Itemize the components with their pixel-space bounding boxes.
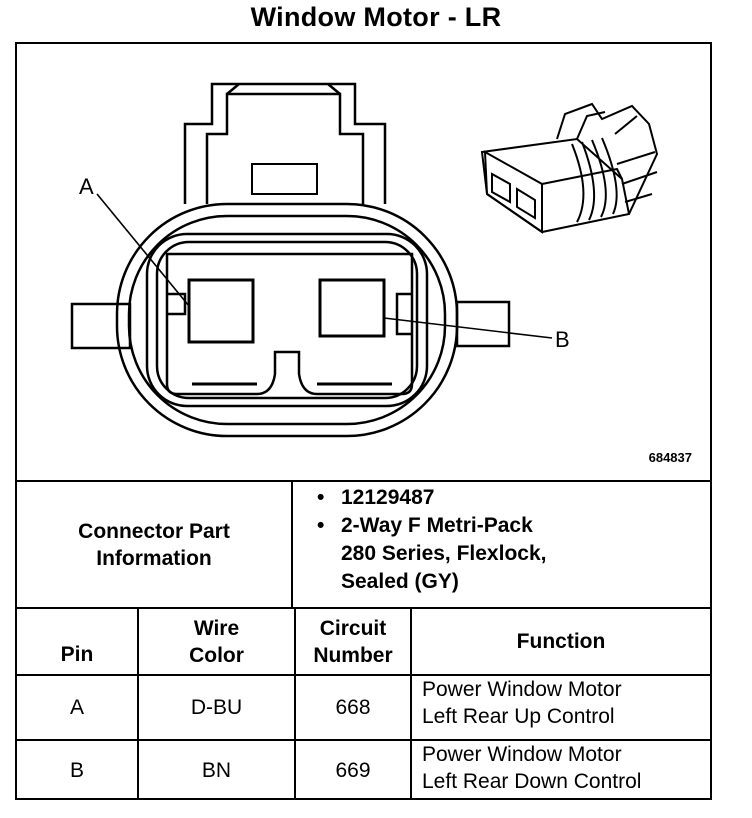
- figure-id: 684837: [648, 450, 692, 465]
- callout-leaders: [96, 193, 553, 339]
- header-wire-color: Wire Color: [139, 609, 294, 674]
- header-circuit-line1: Circuit: [319, 616, 387, 640]
- row-a-function-line1: Power Window Motor: [422, 678, 622, 701]
- divider-header: [17, 674, 710, 676]
- connector-frame: A B 684837 Connector Part Information • …: [15, 42, 712, 800]
- connector-desc-line2: 280 Series, Flexlock,: [341, 542, 547, 565]
- diagram-title: Window Motor - LR: [250, 2, 502, 32]
- divider-diagram: [17, 480, 710, 482]
- row-b-function: Power Window Motor Left Rear Down Contro…: [412, 741, 710, 800]
- row-a-function-line2: Left Rear Up Control: [422, 705, 615, 728]
- header-circuit-line2: Number: [313, 643, 393, 667]
- row-b-function-line2: Left Rear Down Control: [422, 770, 642, 793]
- divider-col-circuit: [410, 607, 412, 800]
- row-b-function-line1: Power Window Motor: [422, 743, 622, 766]
- list-item: • 2-Way F Metri-Pack 280 Series, Flexloc…: [317, 514, 547, 593]
- row-b-pin: B: [69, 758, 84, 782]
- connector-illustration: A B: [70, 82, 659, 438]
- row-a-pin: A: [69, 695, 84, 719]
- divider-info: [17, 607, 710, 609]
- row-a-function: Power Window Motor Left Rear Up Control: [412, 676, 710, 739]
- connector-isometric-drawing: [480, 102, 659, 234]
- divider-row-a: [17, 739, 710, 741]
- row-a-color: D-BU: [190, 695, 243, 719]
- connector-info-label-line2: Information: [96, 546, 212, 570]
- divider-col-pin: [137, 607, 139, 800]
- header-pin: Pin: [60, 643, 94, 666]
- part-number: 12129487: [341, 486, 435, 509]
- header-wire-color-line1: Wire: [193, 616, 240, 640]
- row-a-circuit: 668: [335, 695, 371, 719]
- row-b-circuit: 669: [335, 758, 371, 782]
- header-circuit-number: Circuit Number: [296, 609, 410, 674]
- callout-a-leader: [96, 193, 190, 307]
- callout-a-label: A: [79, 174, 94, 199]
- divider-col-color: [294, 607, 296, 800]
- divider-info-vertical: [291, 480, 293, 607]
- connector-info-list: • 12129487 • 2-Way F Metri-Pack 280 Seri…: [317, 484, 546, 596]
- connector-info-label-line1: Connector Part: [78, 519, 230, 543]
- row-b-color: BN: [201, 758, 232, 782]
- connector-desc-line3: Sealed (GY): [341, 570, 459, 593]
- connector-desc-line1: 2-Way F Metri-Pack: [341, 514, 533, 537]
- connector-face-drawing: [70, 82, 511, 438]
- header-wire-color-line2: Color: [189, 643, 244, 667]
- header-function: Function: [516, 630, 606, 653]
- connector-info-label: Connector Part Information: [17, 482, 291, 607]
- list-item: • 12129487: [317, 486, 435, 509]
- callout-b-label: B: [555, 327, 570, 352]
- callout-b-leader: [383, 317, 553, 339]
